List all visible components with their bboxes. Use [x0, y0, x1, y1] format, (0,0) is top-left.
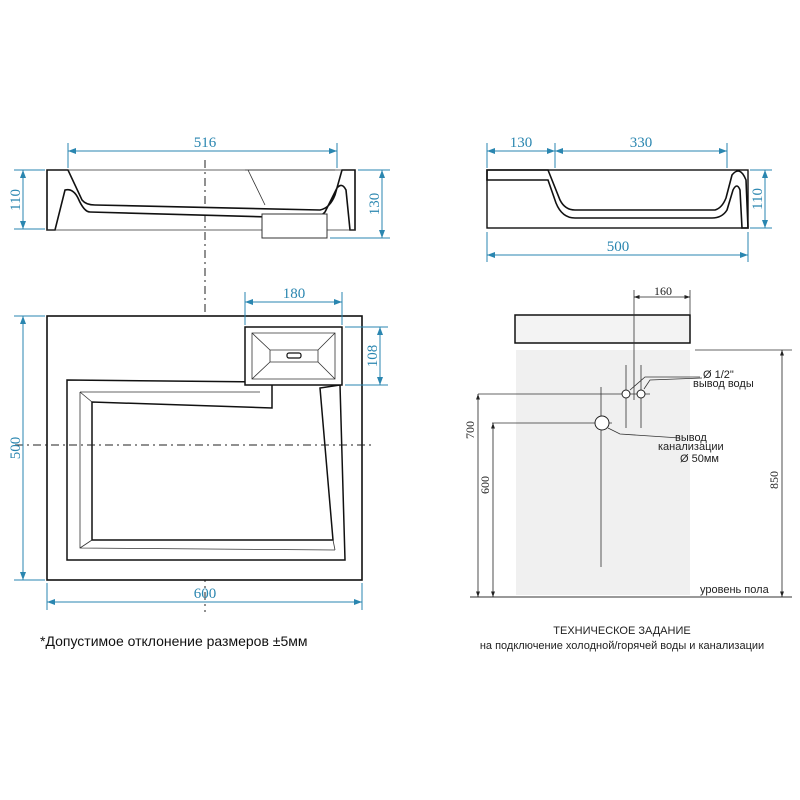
dim-600: 600	[194, 586, 217, 602]
drain-diameter: Ø 50мм	[680, 453, 719, 465]
dim-110: 110	[750, 188, 766, 210]
profile-section	[486, 169, 749, 229]
dim-180: 180	[283, 286, 306, 302]
countertop	[514, 314, 691, 344]
dim-700: 700	[463, 421, 477, 439]
spec-title: ТЕХНИЧЕСКОЕ ЗАДАНИЕ	[553, 625, 690, 637]
dim-500: 500	[607, 239, 630, 255]
dim-height-130: 130	[367, 193, 383, 216]
drain-pipe	[594, 415, 610, 431]
installation-diagram: 160 Ø 1/2" вывод воды вывод канализации …	[463, 284, 792, 652]
cabinet-area	[516, 350, 690, 595]
water-outlet-label: вывод воды	[693, 378, 754, 390]
overflow-box	[244, 326, 343, 386]
dim-600-drain: 600	[478, 476, 492, 494]
side-profile-right: 130 330 110 500	[486, 135, 772, 262]
water-pipe-diameter: Ø 1/2"	[703, 369, 734, 381]
floor-level-label: уровень пола	[700, 584, 770, 596]
drain-label-1: вывод	[675, 432, 707, 444]
tolerance-note: *Допустимое отклонение размеров ±5мм	[40, 633, 308, 649]
dim-160: 160	[654, 284, 672, 298]
drain-label-2: канализации	[658, 441, 724, 453]
dim-330: 330	[630, 135, 653, 151]
plan-view: 180 108 500 600	[8, 286, 388, 610]
dim-850: 850	[767, 471, 781, 489]
spec-subtitle: на подключение холодной/горячей воды и к…	[480, 640, 764, 652]
side-profile-left: 516 110 130	[8, 135, 390, 612]
dim-130: 130	[510, 135, 533, 151]
hot-water-pipe	[636, 389, 646, 399]
dim-500-depth: 500	[8, 437, 24, 460]
dim-width-516: 516	[194, 135, 217, 151]
dim-height-110: 110	[8, 189, 24, 211]
cold-water-pipe	[621, 389, 631, 399]
drain-outlet	[261, 213, 328, 239]
overflow-slot	[286, 352, 302, 359]
dim-108: 108	[365, 345, 381, 368]
